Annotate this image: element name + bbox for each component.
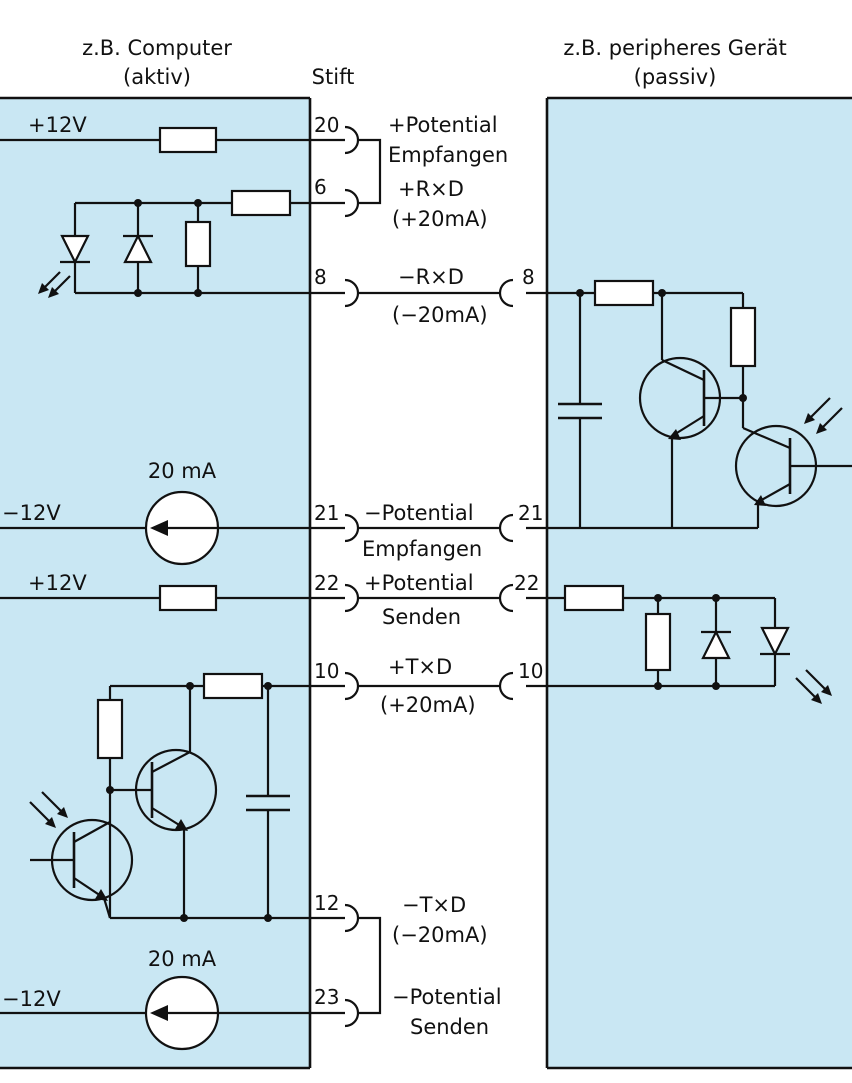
pin-number-right: 21	[518, 501, 543, 525]
resistor	[184, 220, 212, 268]
resistor	[96, 698, 124, 760]
current-source-label: 20 mA	[148, 459, 217, 483]
computer-header: z.B. Computer	[82, 36, 232, 60]
pin-number-left: 6	[314, 175, 327, 199]
signal-label: −Potential	[392, 985, 502, 1009]
phototransistor-icon	[734, 397, 852, 528]
current-source-label: 20 mA	[148, 947, 217, 971]
resistor	[563, 584, 625, 612]
pin-number-left: 8	[314, 265, 327, 289]
resistor	[729, 306, 757, 368]
signal-label: +Potential	[364, 571, 474, 595]
signal-label: −Potential	[364, 501, 474, 525]
jumper-wire	[358, 916, 382, 1015]
supply-label: +12V	[28, 571, 87, 595]
signal-label: (+20mA)	[392, 207, 488, 231]
signal-label: +T×D	[388, 655, 452, 679]
resistor	[202, 672, 264, 700]
signal-label: Empfangen	[362, 537, 482, 561]
resistor	[644, 612, 672, 672]
supply-label: −12V	[2, 987, 61, 1011]
connector-socket-right	[498, 278, 514, 701]
diode-icon	[123, 233, 153, 264]
pin-number-right: 8	[522, 265, 535, 289]
pin-number-left: 20	[314, 113, 339, 137]
diode-icon	[701, 629, 731, 660]
computer-subheader: (aktiv)	[123, 65, 191, 89]
pin-number-left: 22	[314, 571, 339, 595]
pin-number-left: 10	[314, 659, 339, 683]
resistor	[158, 584, 218, 612]
signal-label: −T×D	[402, 893, 466, 917]
transistor-icon	[134, 686, 218, 918]
phototransistor-icon	[29, 791, 134, 919]
current-source-icon	[144, 975, 220, 1051]
signal-label: (+20mA)	[380, 693, 476, 717]
pin-column-header: Stift	[312, 65, 355, 89]
supply-label: +12V	[28, 113, 87, 137]
pin-number-right: 10	[518, 659, 543, 683]
pin-number-left: 21	[314, 501, 339, 525]
led-icon	[38, 234, 90, 298]
transistor-icon	[638, 293, 743, 528]
signal-label: Senden	[410, 1015, 489, 1039]
led-icon	[760, 626, 832, 704]
current-source-icon	[144, 490, 220, 566]
signal-label: Empfangen	[388, 143, 508, 167]
jumper-wire	[358, 138, 382, 205]
signal-label: (−20mA)	[392, 923, 488, 947]
signal-label: +Potential	[388, 113, 498, 137]
peripheral-subheader: (passiv)	[634, 65, 717, 89]
peripheral-header: z.B. peripheres Gerät	[563, 36, 786, 60]
peripheral-panel	[547, 98, 852, 1068]
signal-label: +R×D	[398, 177, 464, 201]
pin-number-left: 23	[314, 985, 339, 1009]
signal-label: (−20mA)	[392, 303, 488, 327]
pin-number-left: 12	[314, 891, 339, 915]
resistor	[593, 279, 655, 307]
resistor	[230, 189, 292, 217]
capacitor-icon	[558, 293, 602, 528]
connector-socket-left	[344, 125, 360, 1028]
signal-label: −R×D	[398, 265, 464, 289]
pin-number-right: 22	[514, 571, 539, 595]
capacitor-icon	[246, 686, 290, 918]
computer-panel	[0, 98, 310, 1068]
signal-label: Senden	[382, 605, 461, 629]
resistor	[158, 126, 218, 154]
supply-label: −12V	[2, 501, 61, 525]
